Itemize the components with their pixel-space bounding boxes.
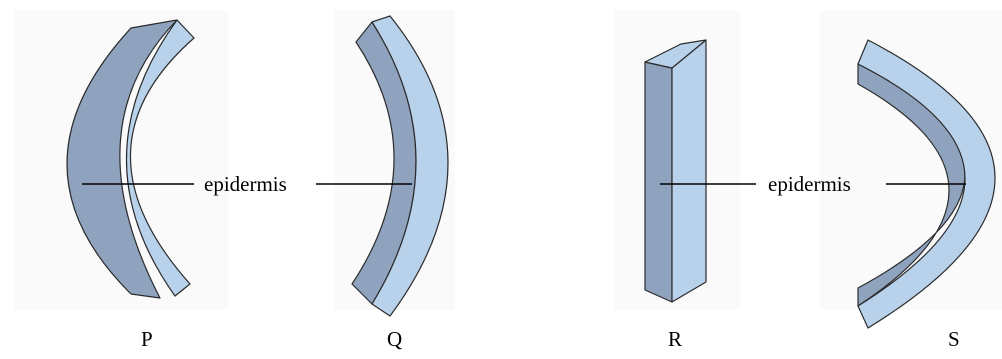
epidermis-label-left: epidermis — [204, 172, 287, 196]
shape-s — [857, 39, 996, 329]
shape-label-s: S — [948, 327, 960, 351]
shape-label-r: R — [668, 327, 682, 351]
shape-p — [66, 19, 195, 299]
shape-r — [644, 39, 707, 303]
shape-label-q: Q — [387, 327, 402, 351]
shape-p-front-face — [125, 19, 195, 297]
epidermis-label-right: epidermis — [768, 172, 851, 196]
shape-label-p: P — [141, 327, 153, 351]
shape-r-front-face — [671, 39, 707, 303]
shape-r-side-face — [644, 61, 673, 303]
shape-p-side-face — [66, 19, 178, 299]
shape-r-top-face — [644, 39, 707, 69]
shape-s-outer-face — [857, 39, 996, 329]
shape-q-front-face — [371, 15, 449, 317]
shape-q — [351, 15, 449, 317]
